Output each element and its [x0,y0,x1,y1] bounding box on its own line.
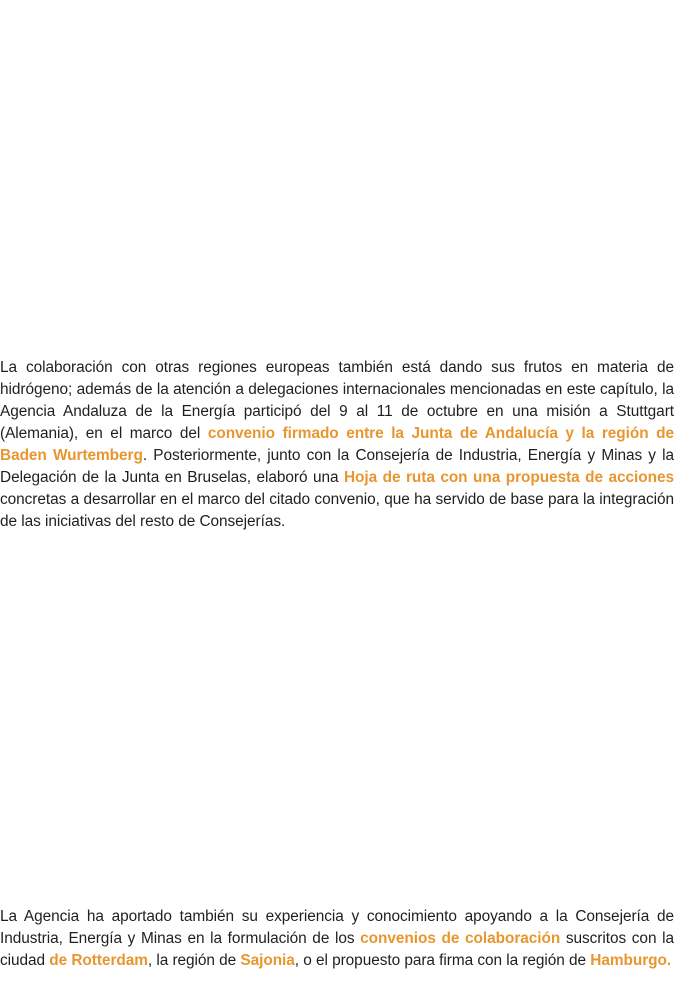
text-segment: , o el propuesto para firma con la regió… [294,952,591,969]
highlight-rotterdam: de Rotterdam [49,952,148,969]
text-segment: , la región de [147,952,241,969]
text-segment: concretas a desarrollar en el marco del … [0,491,674,530]
highlight-hoja-de-ruta: Hoja de ruta con una propuesta de accion… [343,469,674,486]
text-segment: La Agencia ha aportado también su experi… [0,908,674,947]
text-segment: . Posteriormente, junto con la Consejerí… [0,447,674,486]
highlight-hamburgo: Hamburgo. [590,952,672,969]
highlight-convenios-colaboracion: convenios de colaboración [360,930,561,947]
paragraph-agency-agreements: La Agencia ha aportado también su experi… [0,906,674,972]
text-segment: suscritos con la ciudad [0,930,674,969]
highlight-sajonia: Sajonia [240,952,295,969]
paragraph-hydrogen-collaboration: La colaboración con otras regiones europ… [0,357,674,533]
text-segment: La colaboración con otras regiones europ… [0,359,674,442]
highlight-convenio-baden-wurtemberg: convenio firmado entre la Junta de Andal… [0,425,674,464]
